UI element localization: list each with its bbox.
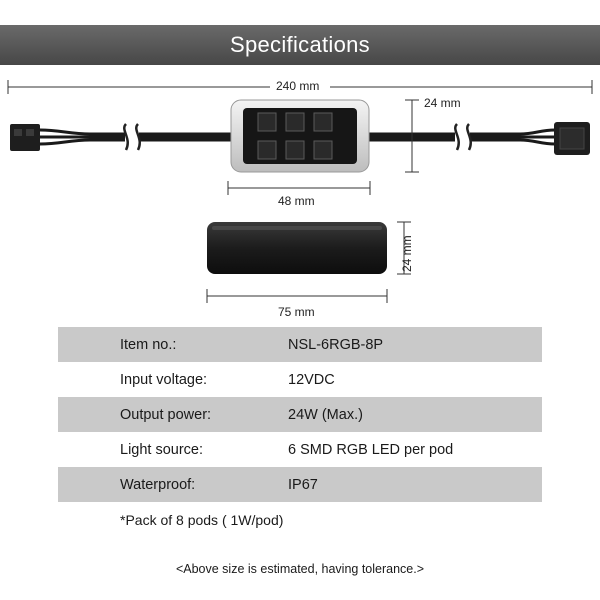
pack-note: *Pack of 8 pods ( 1W/pod) bbox=[120, 512, 284, 528]
cable-right bbox=[368, 128, 556, 146]
left-connector bbox=[10, 124, 40, 151]
total-length-dimension-line bbox=[7, 80, 593, 94]
spec-table: Item no.: NSL-6RGB-8P Input voltage: 12V… bbox=[58, 327, 542, 502]
bar-height-dimension-line bbox=[397, 221, 411, 275]
spec-row-waterproof: Waterproof: IP67 bbox=[58, 467, 542, 502]
pod-width-label: 48 mm bbox=[278, 194, 315, 208]
spec-label: Waterproof: bbox=[120, 476, 196, 493]
spec-row-item-no: Item no.: NSL-6RGB-8P bbox=[58, 327, 542, 362]
bar-length-label: 75 mm bbox=[278, 305, 315, 319]
page-header: Specifications bbox=[0, 25, 600, 65]
cable-left bbox=[39, 128, 232, 146]
aluminum-bar bbox=[207, 222, 387, 274]
spec-value: 24W (Max.) bbox=[288, 406, 363, 423]
bar-height-label: 24 mm bbox=[400, 235, 414, 272]
cable-break-right-icon bbox=[454, 123, 472, 151]
total-length-label: 240 mm bbox=[276, 79, 320, 93]
pod-height-dimension-line bbox=[405, 99, 419, 173]
tolerance-note: <Above size is estimated, having toleran… bbox=[175, 562, 425, 576]
right-connector bbox=[554, 122, 590, 155]
spec-label: Output power: bbox=[120, 406, 212, 423]
pod-height-label: 24 mm bbox=[424, 96, 461, 110]
led-pod bbox=[230, 99, 370, 173]
bar-length-dimension-line bbox=[206, 289, 388, 303]
spec-value: IP67 bbox=[288, 476, 318, 493]
spec-label: Light source: bbox=[120, 441, 204, 458]
product-diagram bbox=[7, 80, 593, 303]
spec-row-output-power: Output power: 24W (Max.) bbox=[58, 397, 542, 432]
cable-break-left-icon bbox=[123, 123, 141, 151]
spec-row-input-voltage: Input voltage: 12VDC bbox=[58, 362, 542, 397]
spec-value: 6 SMD RGB LED per pod bbox=[288, 441, 454, 458]
spec-label: Input voltage: bbox=[120, 371, 208, 388]
spec-value: NSL-6RGB-8P bbox=[288, 336, 384, 353]
spec-value: 12VDC bbox=[288, 371, 335, 388]
page-title: Specifications bbox=[230, 32, 370, 57]
led-chip-grid bbox=[257, 112, 333, 160]
spec-row-light-source: Light source: 6 SMD RGB LED per pod bbox=[58, 432, 542, 467]
pod-width-dimension-line bbox=[227, 181, 371, 195]
spec-label: Item no.: bbox=[120, 336, 177, 353]
